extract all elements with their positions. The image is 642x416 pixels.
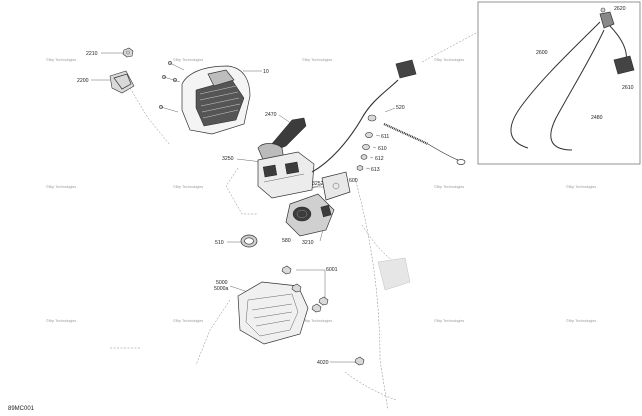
- callout-2470: 2470: [265, 112, 277, 118]
- callout-2480: 2480: [591, 115, 603, 121]
- callout-2610: 2610: [622, 85, 634, 91]
- callout-520: 520: [396, 105, 405, 111]
- watermark-15: ©Brp Technologies: [566, 319, 596, 323]
- callout-612: 612: [375, 156, 384, 162]
- part-510-ring: [240, 234, 258, 248]
- callout-613: 613: [371, 167, 380, 173]
- watermark-1: ©Brp Technologies: [46, 58, 76, 62]
- callout-2620: 2620: [614, 6, 626, 12]
- callout-2210: 2210: [86, 51, 98, 57]
- callout-600: 600: [349, 178, 358, 184]
- watermark-3: ©Brp Technologies: [302, 58, 332, 62]
- callout-510: 510: [215, 240, 224, 246]
- small-screws: [159, 61, 185, 113]
- callout-3252: 3252: [312, 181, 324, 187]
- watermark-14: ©Brp Technologies: [434, 319, 464, 323]
- watermark-9: ©Brp Technologies: [434, 185, 464, 189]
- part-4020-nut: [354, 356, 365, 366]
- part-10-control-housing: [181, 65, 251, 135]
- part-2210-nut: [122, 47, 134, 58]
- watermark-10: ©Brp Technologies: [566, 185, 596, 189]
- callout-580: 580: [282, 238, 291, 244]
- callout-2200: 2200: [77, 78, 89, 84]
- inset-detail-box: [477, 1, 641, 165]
- watermark-11: ©Brp Technologies: [46, 319, 76, 323]
- part-3250-switch-block: [257, 151, 315, 199]
- part-5000-tank: [237, 281, 309, 345]
- watermark-8: ©Brp Technologies: [302, 185, 332, 189]
- callout-3250: 3250: [222, 156, 234, 162]
- watermark-13: ©Brp Technologies: [302, 319, 332, 323]
- watermark-2: ©Brp Technologies: [173, 58, 203, 62]
- part-6001-nuts: [281, 265, 329, 313]
- watermark-layer: ©Brp Technologies ©Brp Technologies ©Brp…: [46, 58, 596, 323]
- background-frame-lines: [225, 167, 411, 411]
- callout-6001: 6001: [326, 267, 338, 273]
- callout-labels: 2210 2200 10 2470 3250 520 611 610 612 6…: [77, 6, 634, 366]
- callout-4020: 4020: [317, 360, 329, 366]
- washer-stack: [356, 114, 381, 171]
- watermark-12: ©Brp Technologies: [173, 319, 203, 323]
- part-520-cable: [311, 59, 466, 173]
- callout-5000a: 5000a: [214, 286, 229, 292]
- watermark-7: ©Brp Technologies: [173, 185, 203, 189]
- part-580-throttle-body: [285, 193, 335, 237]
- watermark-6: ©Brp Technologies: [46, 185, 76, 189]
- part-600-plate: [321, 171, 351, 201]
- callout-10: 10: [263, 69, 269, 75]
- callout-610: 610: [378, 146, 387, 152]
- part-2200-bumper: [109, 70, 135, 94]
- callout-611: 611: [381, 134, 389, 140]
- callout-3210: 3210: [302, 240, 314, 246]
- diagram-code: 89MC001: [8, 406, 35, 412]
- callout-2600: 2600: [536, 50, 548, 56]
- watermark-4: ©Brp Technologies: [434, 58, 464, 62]
- callout-5000: 5000: [216, 280, 228, 286]
